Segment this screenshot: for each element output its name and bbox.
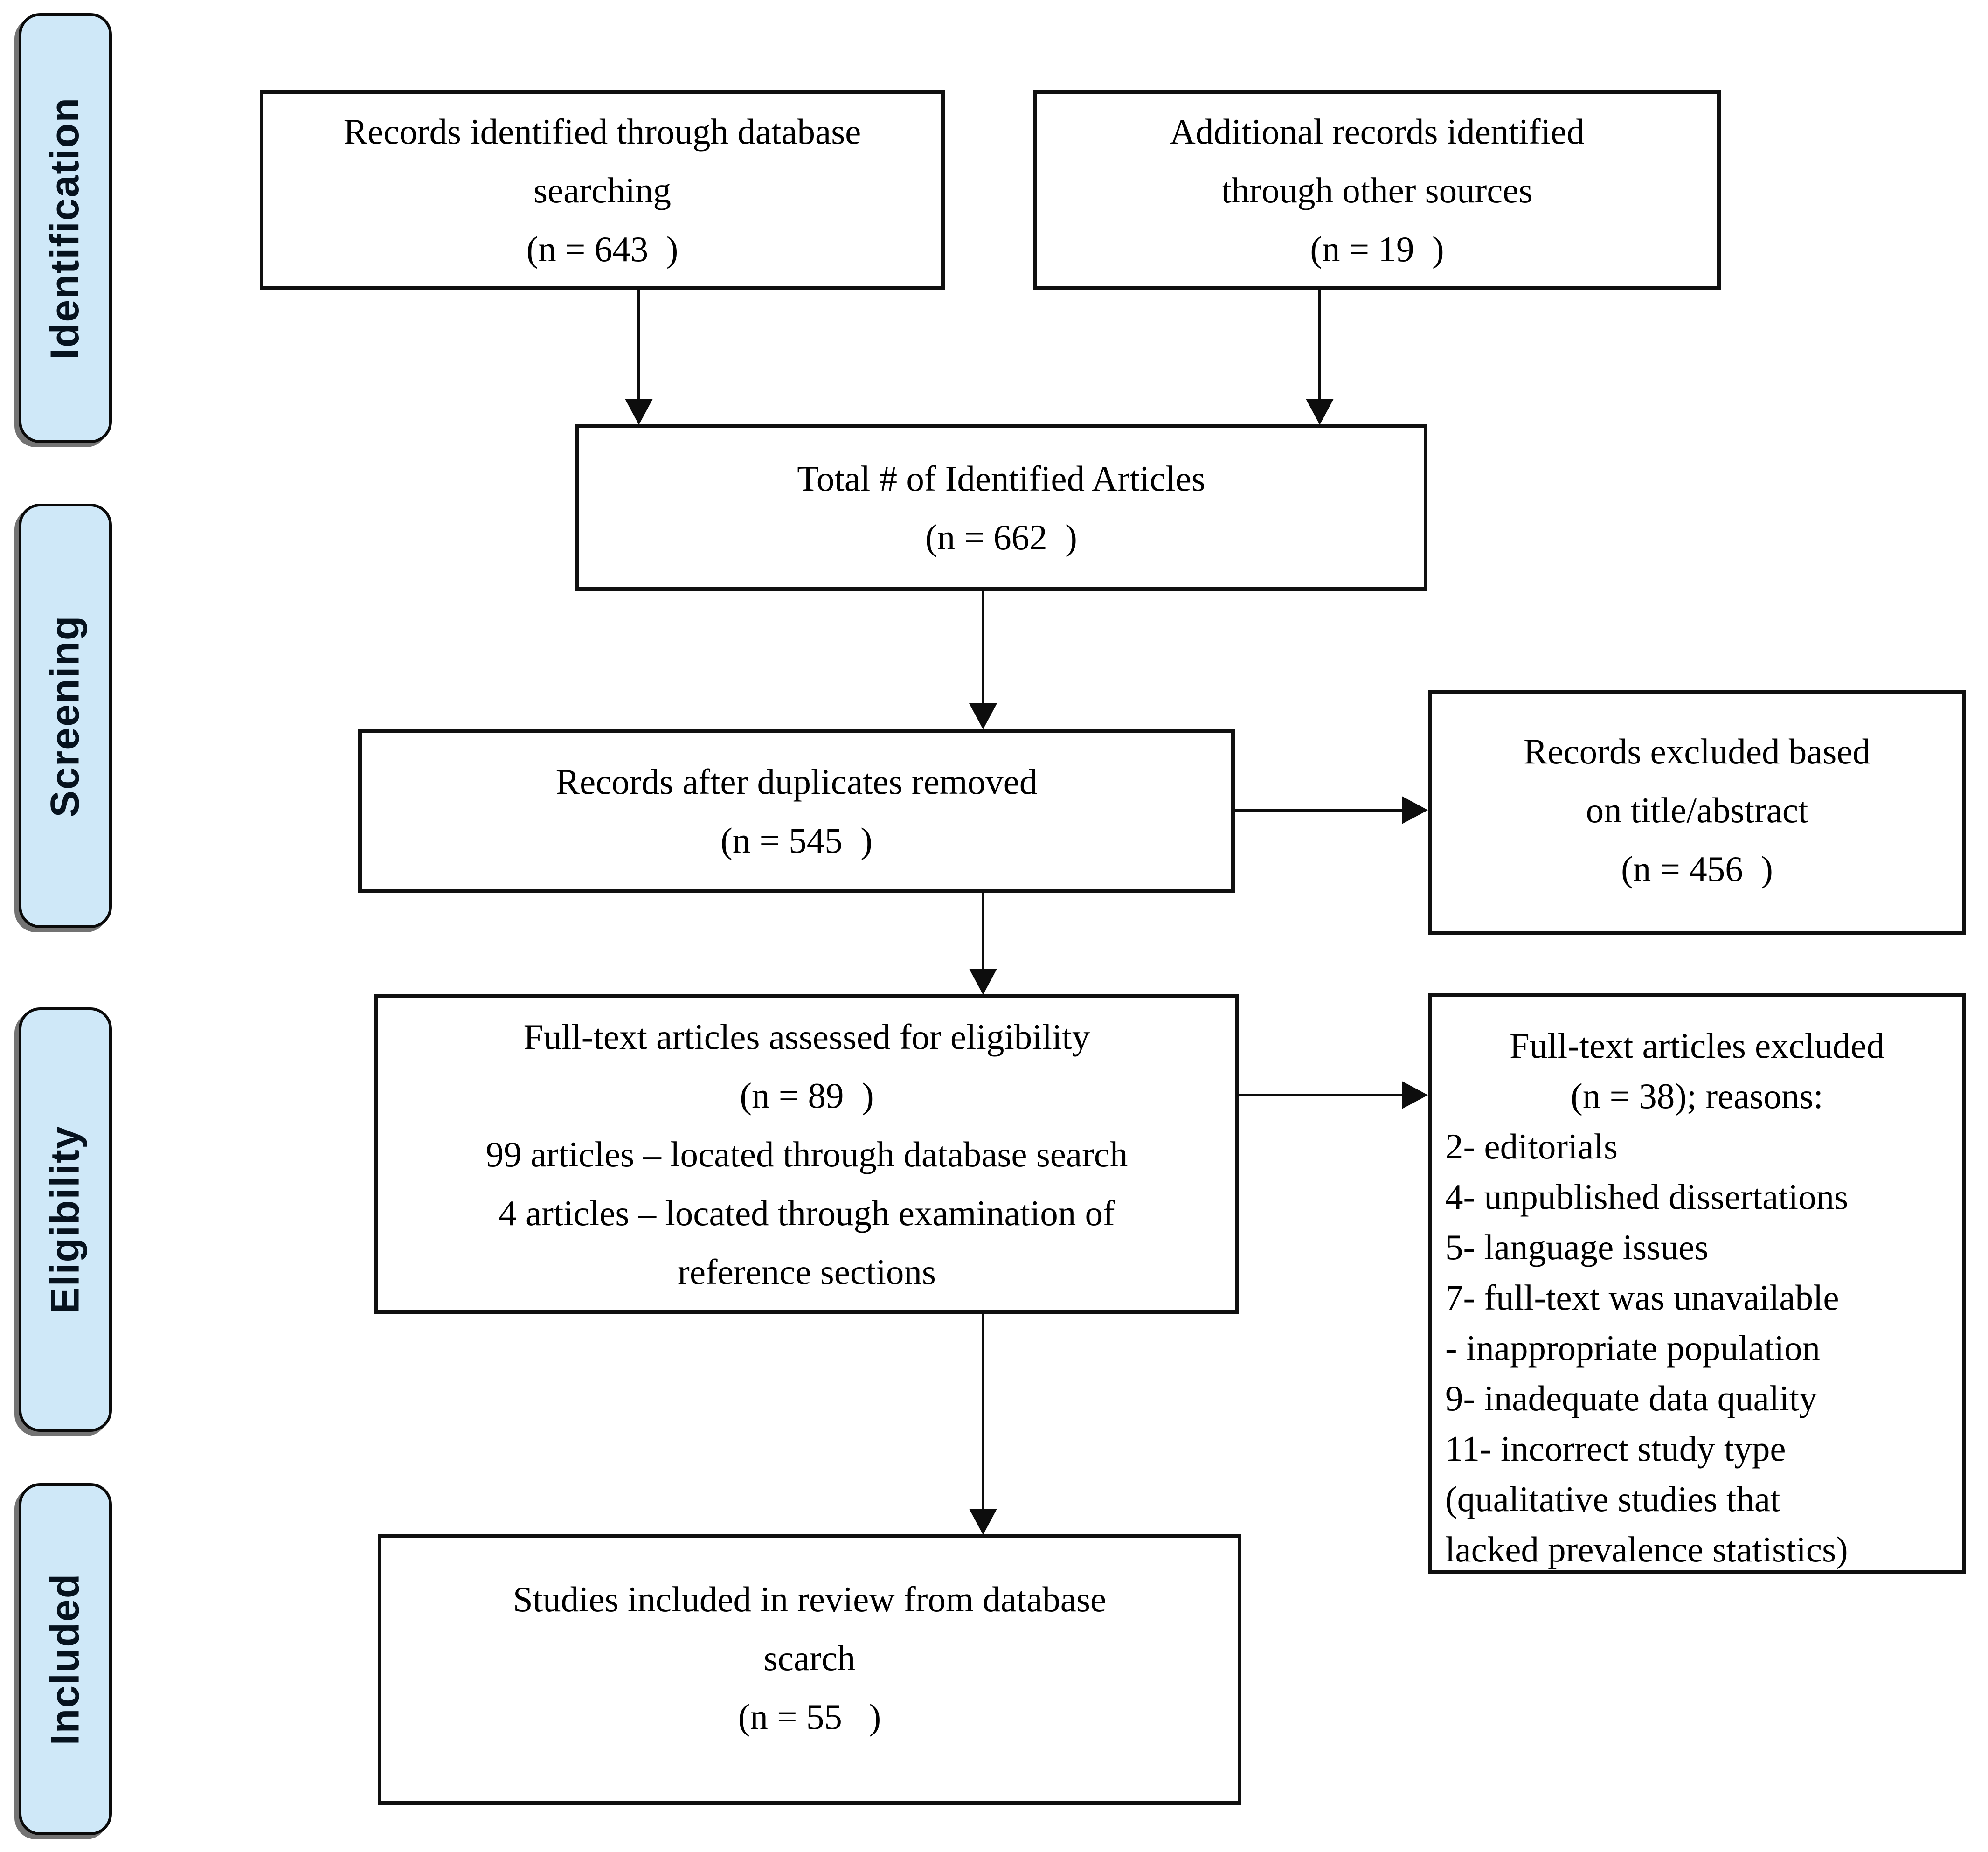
- arrowhead-down-icon: [969, 703, 997, 729]
- box-total-identified-text: Total # of Identified Articles (n = 662 …: [797, 458, 1205, 557]
- box-total-identified: Total # of Identified Articles (n = 662 …: [575, 424, 1427, 591]
- box-included-review: Studies included in review from database…: [378, 1534, 1241, 1805]
- box-excluded-title-abstract: Records excluded based on title/abstract…: [1428, 690, 1966, 935]
- arrowhead-right-icon: [1402, 796, 1428, 824]
- arrowhead-down-icon: [969, 969, 997, 995]
- box-fulltext-excluded: Full-text articles excluded (n = 38); re…: [1428, 993, 1966, 1574]
- box-after-duplicates-text: Records after duplicates removed (n = 54…: [555, 762, 1038, 860]
- box-fulltext-assessed-text: Full-text articles assessed for eligibil…: [485, 1016, 1128, 1292]
- arrowhead-down-icon: [625, 399, 653, 425]
- stage-identification: Identification: [19, 13, 112, 443]
- stage-screening: Screening: [19, 504, 112, 928]
- box-fulltext-excluded-title: Full-text articles excluded (n = 38); re…: [1510, 1026, 1884, 1116]
- stage-label-included: Included: [42, 1573, 88, 1746]
- box-additional-records: Additional records identified through ot…: [1033, 90, 1721, 290]
- box-fulltext-assessed: Full-text articles assessed for eligibil…: [374, 994, 1239, 1314]
- box-fulltext-excluded-reasons: 2- editorials 4- unpublished dissertatio…: [1445, 1126, 1849, 1569]
- box-records-database-search: Records identified through database sear…: [260, 90, 945, 290]
- arrowhead-down-icon: [1306, 399, 1334, 425]
- arrowhead-right-icon: [1402, 1081, 1428, 1109]
- box-excluded-title-abstract-text: Records excluded based on title/abstract…: [1523, 731, 1871, 889]
- stage-included: Included: [19, 1483, 112, 1835]
- box-additional-records-text: Additional records identified through ot…: [1170, 111, 1585, 269]
- stage-label-eligibility: Eligibility: [42, 1125, 88, 1314]
- box-after-duplicates: Records after duplicates removed (n = 54…: [358, 729, 1235, 893]
- stage-eligibility: Eligibility: [19, 1007, 112, 1432]
- stage-label-screening: Screening: [42, 615, 88, 817]
- box-included-review-text: Studies included in review from database…: [513, 1579, 1107, 1737]
- stage-label-identification: Identification: [42, 97, 88, 360]
- arrowhead-down-icon: [969, 1509, 997, 1535]
- box-records-database-search-text: Records identified through database sear…: [343, 111, 861, 269]
